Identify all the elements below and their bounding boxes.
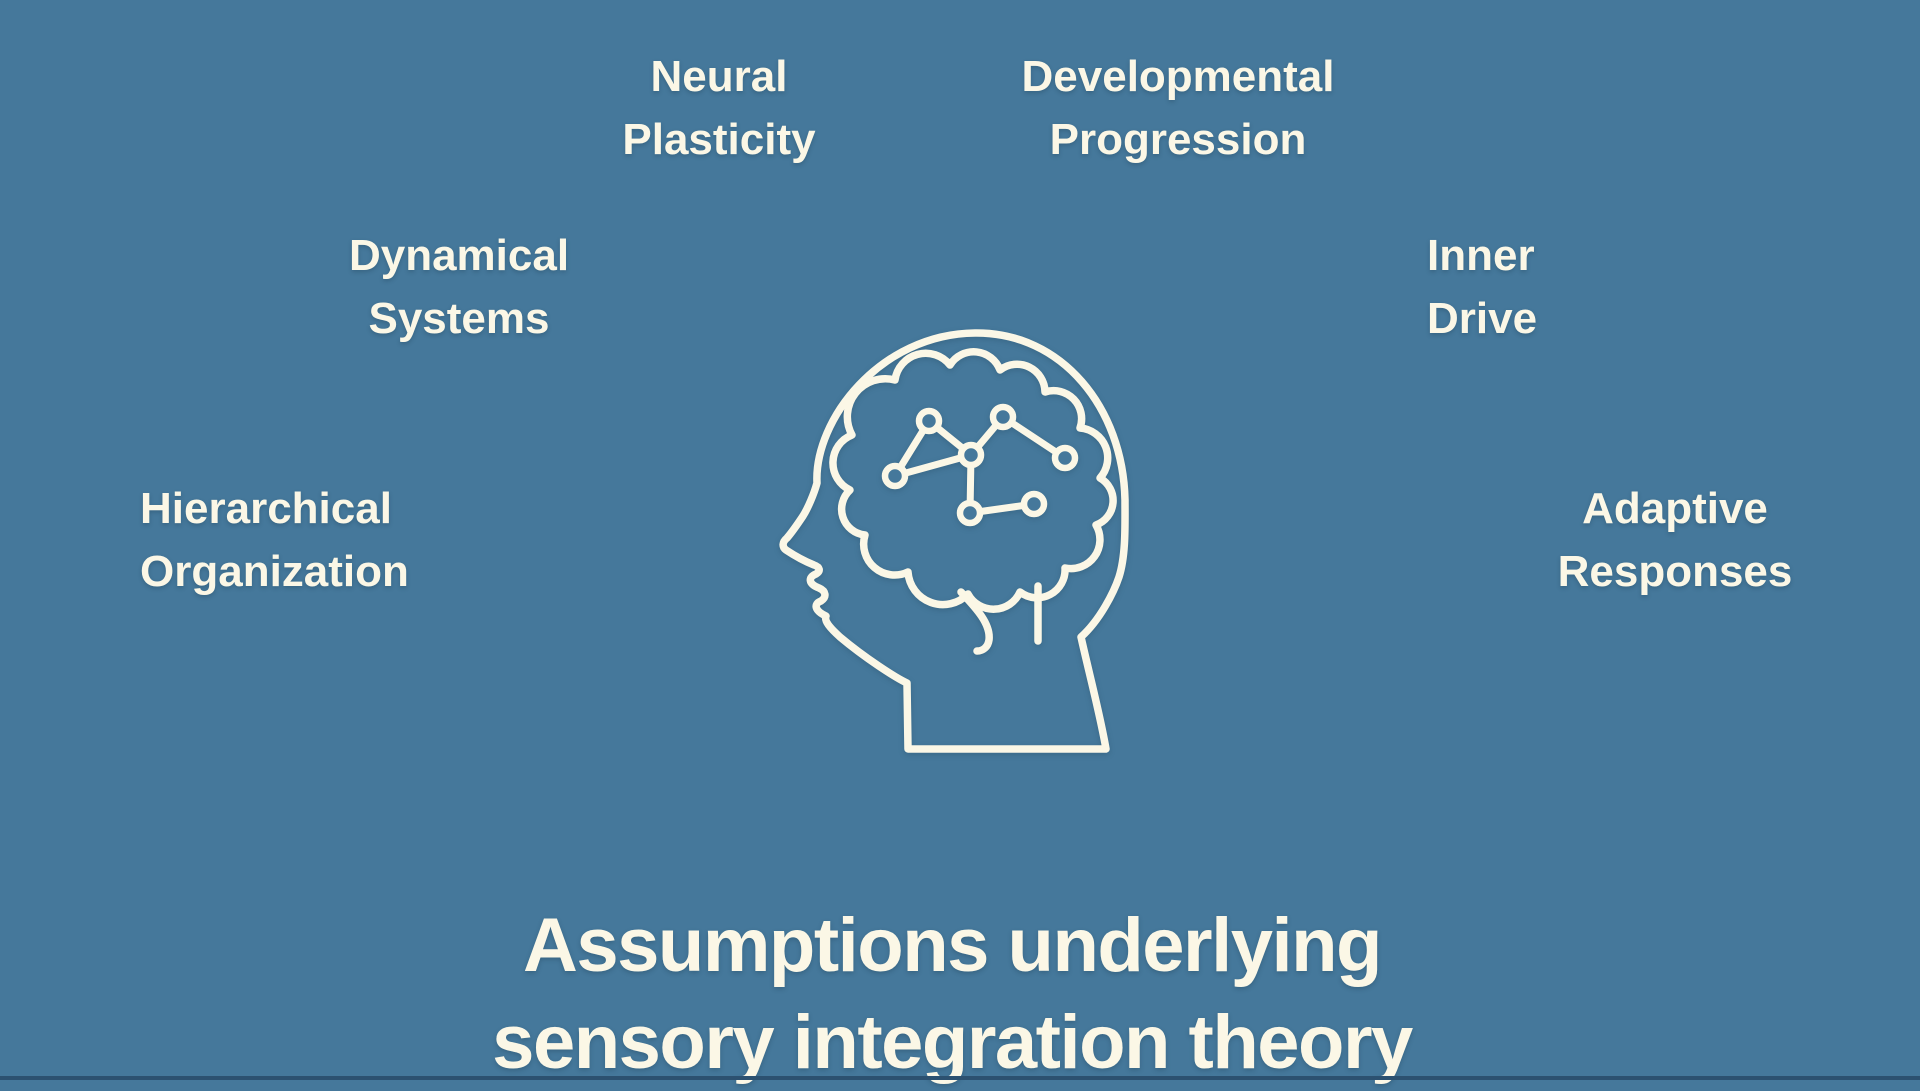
label-line: Developmental <box>1021 52 1335 101</box>
label-hierarchical-organization: Hierarchical Organization <box>140 477 409 603</box>
label-line: Organization <box>140 547 409 596</box>
network-nodes <box>881 403 1079 527</box>
label-line: Dynamical <box>348 231 570 280</box>
label-line: Inner <box>1427 231 1535 280</box>
page-title: Assumptions underlying sensory integrati… <box>492 897 1413 1091</box>
label-inner-drive: Inner Drive <box>1427 224 1537 350</box>
title-line: Assumptions underlying <box>523 903 1382 988</box>
label-line: Drive <box>1427 294 1538 343</box>
label-line: Hierarchical <box>140 484 392 533</box>
label-line: Responses <box>1557 547 1793 596</box>
head-outline-path <box>779 329 1129 753</box>
network-node <box>881 462 909 490</box>
network-node <box>957 441 985 469</box>
network-node <box>989 403 1017 431</box>
cheek-line-path <box>957 588 993 655</box>
label-adaptive-responses: Adaptive Responses <box>1558 477 1793 603</box>
label-line: Plasticity <box>622 115 816 164</box>
network-node <box>915 407 943 435</box>
head-brain-network-icon <box>779 329 1129 753</box>
network-node <box>1051 444 1079 472</box>
network-node <box>1020 490 1048 518</box>
label-line: Systems <box>368 294 550 343</box>
brain-outline-path <box>829 348 1117 613</box>
label-dynamical-systems: Dynamical Systems <box>349 224 569 350</box>
title-line: sensory integration theory <box>492 1000 1413 1085</box>
bottom-edge-divider <box>0 1076 1920 1080</box>
label-line: Progression <box>1049 115 1307 164</box>
network-node <box>956 499 984 527</box>
label-developmental-progression: Developmental Progression <box>1022 45 1335 171</box>
label-neural-plasticity: Neural Plasticity <box>622 45 815 171</box>
label-line: Adaptive <box>1582 484 1768 533</box>
label-line: Neural <box>650 52 788 101</box>
